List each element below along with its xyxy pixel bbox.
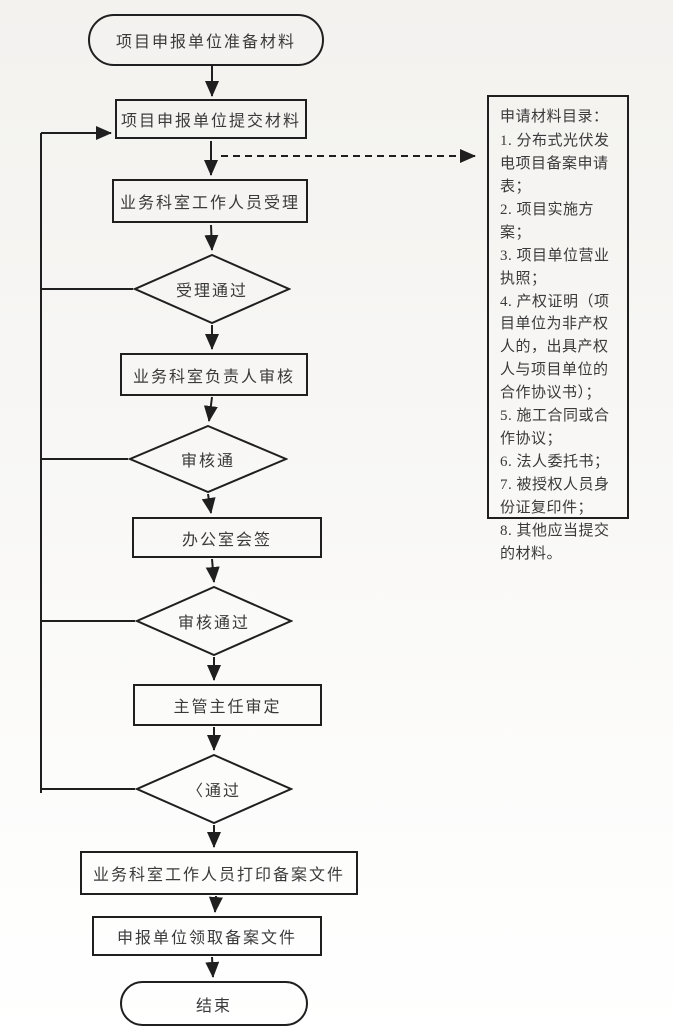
materials-panel-item: 6. 法人委托书； (500, 454, 610, 471)
materials-panel-item: 1. 分布式光伏发电项目备案申请表； (500, 132, 610, 195)
diamond-shape (135, 754, 293, 824)
materials-panel: 申请材料目录： 1. 分布式光伏发电项目备案申请表； 2. 项目实施方案； 3. 项… (487, 95, 629, 562)
decision-diamond-acceptance: 受理通过 (133, 254, 291, 324)
arrow-review-to-d2 (203, 396, 218, 422)
decision-diamond-review1: 审核通 (128, 425, 288, 493)
decision-review2-label: 审核通过 (177, 615, 250, 632)
terminal-end: 结束 (120, 981, 308, 1026)
terminal-end-label: 结束 (195, 997, 232, 1015)
process-collect-label: 申报单位领取备案文件 (116, 930, 297, 947)
terminal-start-label: 项目申报单位准备材料 (115, 34, 296, 51)
process-print-label: 业务科室工作人员打印备案文件 (92, 867, 345, 884)
process-director-label: 主管主任审定 (173, 699, 282, 716)
process-accept-label: 业务科室工作人员受理 (119, 195, 300, 212)
process-review-head-label: 业务科室负责人审核 (132, 368, 295, 386)
materials-panel-item: 7. 被授权人员身份证复印件； (500, 477, 610, 516)
materials-panel-title: 申请材料目录： (500, 109, 609, 125)
materials-panel-item: 8. 其他应当提交的材料。 (500, 522, 610, 562)
materials-panel-list: 1. 分布式光伏发电项目备案申请表； 2. 项目实施方案； 3. 项目单位营业执照；… (500, 130, 619, 566)
diamond-shape (133, 254, 291, 324)
materials-panel-item: 5. 施工合同或合作协议； (500, 408, 610, 448)
process-box-director: 主管主任审定 (133, 684, 322, 726)
process-box-review-head: 业务科室负责人审核 (120, 353, 308, 396)
materials-panel-item: 2. 项目实施方案； (500, 201, 595, 241)
process-box-collect: 申报单位领取备案文件 (92, 916, 322, 956)
process-submit-label: 项目申报单位提交材料 (120, 113, 301, 130)
decision-review1-label: 审核通 (180, 453, 235, 470)
decision-final-label: 〈通过 (186, 783, 241, 800)
arrow-accept-to-d1 (204, 224, 219, 251)
process-box-countersign: 办公室会签 (132, 517, 322, 558)
arrow-countersign-to-d3 (205, 558, 220, 583)
materials-panel-item: 4. 产权证明（项目单位为非产权人的，出具产权人与项目单位的合作协议书）； (500, 293, 610, 402)
decision-diamond-review2: 审核通过 (135, 586, 293, 656)
process-box-print: 业务科室工作人员打印备案文件 (80, 851, 358, 895)
process-countersign-label: 办公室会签 (181, 531, 272, 549)
terminal-start: 项目申报单位准备材料 (88, 14, 324, 66)
arrow-collect-to-end (205, 956, 220, 978)
decision-diamond-final: 〈通过 (135, 754, 293, 824)
decision-acceptance-label: 受理通过 (175, 283, 248, 300)
arrow-d2-to-countersign (201, 493, 216, 514)
diamond-shape (128, 425, 288, 493)
process-box-accept: 业务科室工作人员受理 (112, 179, 308, 223)
process-box-submit: 项目申报单位提交材料 (115, 99, 307, 139)
materials-panel-item: 3. 项目单位营业执照； (500, 247, 610, 287)
arrow-print-to-collect (208, 895, 223, 913)
diamond-shape (135, 586, 293, 656)
